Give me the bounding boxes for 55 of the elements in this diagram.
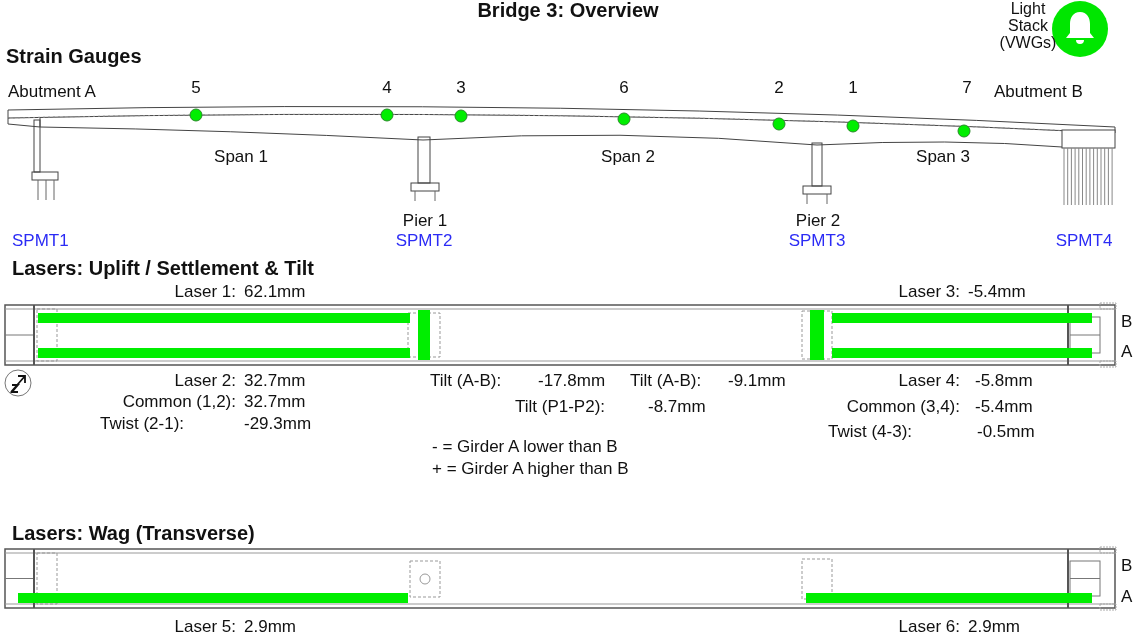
measurement-name: Tilt (P1-P2): xyxy=(515,397,606,417)
measurement-name: Laser 4: xyxy=(898,371,960,391)
section-heading: Lasers: Uplift / Settlement & Tilt xyxy=(12,258,314,278)
measurement-name: Laser 2: xyxy=(174,371,236,391)
measurement-value: 32.7mm xyxy=(244,371,306,391)
gauge-number: 5 xyxy=(191,78,201,98)
measurement-value: -0.5mm xyxy=(977,422,1035,442)
measurement-value: -5.4mm xyxy=(968,282,1026,302)
span-label: Span 3 xyxy=(916,147,970,167)
sign-note: - = Girder A lower than B xyxy=(432,437,618,457)
measurement-value: 32.7mm xyxy=(244,392,306,412)
girder-label: A xyxy=(1121,342,1133,362)
sensor-label: SPMT2 xyxy=(395,231,453,251)
sensor-label: SPMT1 xyxy=(12,231,69,251)
abutment-label: Abutment B xyxy=(994,82,1083,102)
measurement-value: -5.4mm xyxy=(975,397,1033,417)
page-title: Bridge 3: Overview xyxy=(476,0,660,22)
girder-label: B xyxy=(1121,556,1133,576)
gauge-number: 1 xyxy=(848,78,858,98)
sensor-label: SPMT3 xyxy=(788,231,846,251)
measurement-name: Laser 3: xyxy=(898,282,960,302)
span-label: Span 2 xyxy=(601,147,655,167)
measurement-value: 2.9mm xyxy=(244,617,296,637)
gauge-number: 4 xyxy=(382,78,392,98)
measurement-name: Laser 6: xyxy=(898,617,960,637)
pier-label: Pier 1 xyxy=(402,211,448,231)
measurement-name: Tilt (A-B): xyxy=(430,371,502,391)
abutment-label: Abutment A xyxy=(8,82,96,102)
section-heading: Strain Gauges xyxy=(6,46,142,66)
section-heading: Lasers: Wag (Transverse) xyxy=(12,523,255,543)
measurement-name: Common (3,4): xyxy=(846,397,960,417)
gauge-number: 2 xyxy=(774,78,784,98)
measurement-name: Common (1,2): xyxy=(122,392,236,412)
measurement-value: -9.1mm xyxy=(728,371,786,391)
indicator-label: Light Stack (VWGs) xyxy=(998,0,1058,51)
gauge-number: 6 xyxy=(619,78,629,98)
pier-label: Pier 2 xyxy=(795,211,841,231)
measurement-name: Tilt (A-B): xyxy=(630,371,702,391)
sign-note: + = Girder A higher than B xyxy=(432,459,629,479)
measurement-value: -17.8mm xyxy=(538,371,606,391)
measurement-value: -29.3mm xyxy=(244,414,312,434)
gauge-number: 3 xyxy=(456,78,466,98)
measurement-value: -5.8mm xyxy=(975,371,1033,391)
measurement-name: Laser 1: xyxy=(174,282,236,302)
measurement-name: Twist (2-1): xyxy=(100,414,185,434)
span-label: Span 1 xyxy=(214,147,268,167)
measurement-value: -8.7mm xyxy=(648,397,706,417)
sensor-label: SPMT4 xyxy=(1055,231,1113,251)
measurement-value: 62.1mm xyxy=(244,282,306,302)
girder-label: B xyxy=(1121,312,1133,332)
measurement-name: Twist (4-3): xyxy=(828,422,913,442)
measurement-value: 2.9mm xyxy=(968,617,1020,637)
girder-label: A xyxy=(1121,587,1133,607)
measurement-name: Laser 5: xyxy=(174,617,236,637)
gauge-number: 7 xyxy=(962,78,972,98)
